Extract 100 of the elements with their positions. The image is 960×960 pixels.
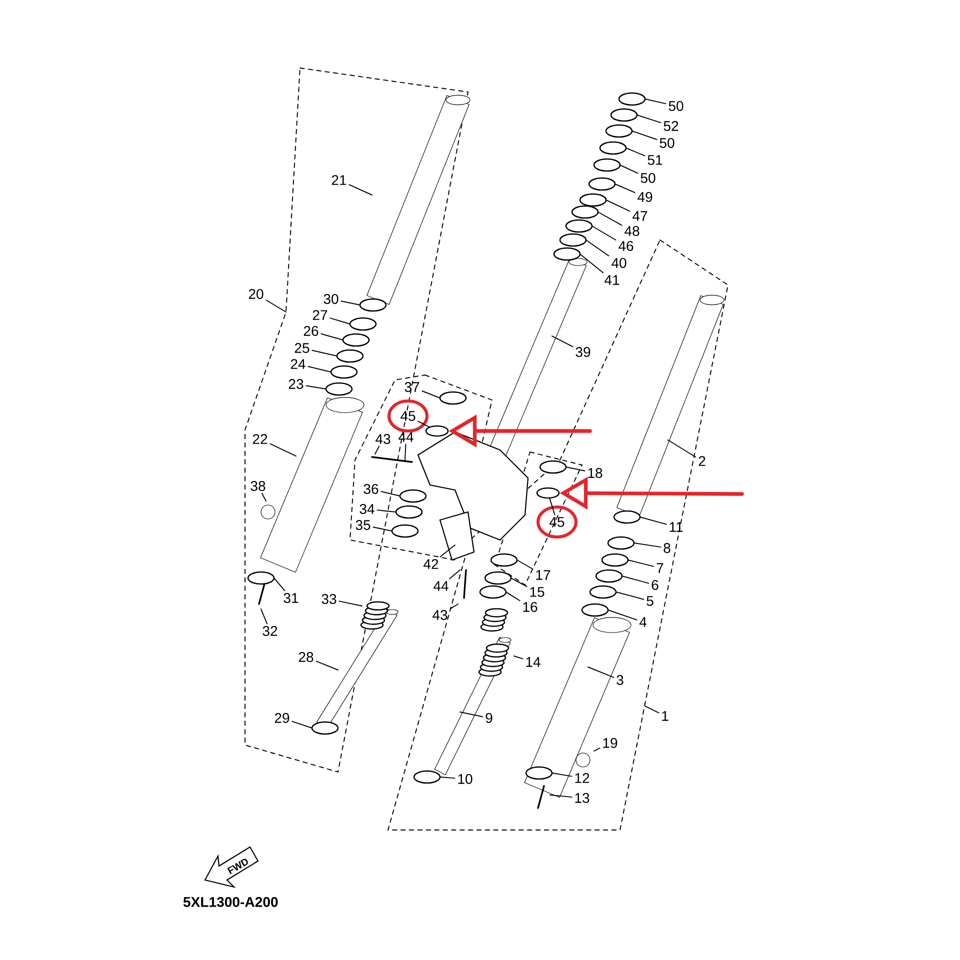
callout-number: 50 (660, 138, 674, 148)
direction-label: FWD (227, 858, 248, 874)
leader-line (588, 666, 614, 678)
callout-number: 7 (656, 563, 664, 573)
callout-number: 49 (638, 192, 652, 202)
leader-line (644, 98, 666, 104)
callout-number: 50 (668, 101, 684, 111)
callout-number: 6 (652, 580, 658, 590)
leader-line (549, 498, 556, 516)
callout-number: 38 (250, 481, 266, 491)
leader-line (440, 544, 456, 558)
callout-number: 33 (322, 594, 336, 604)
leader-line (636, 114, 662, 124)
leader-line (372, 526, 392, 532)
callout-number: 46 (618, 241, 634, 251)
leader-line (608, 610, 638, 620)
callout-number: 50 (640, 173, 656, 183)
callout-number: 12 (575, 773, 590, 783)
o-ring (425, 425, 449, 437)
callout-number: 52 (664, 121, 678, 131)
callout-number: 25 (294, 343, 310, 353)
leader-line (632, 130, 658, 140)
callout-number: 15 (530, 587, 544, 597)
callout-number: 26 (304, 326, 318, 336)
callout-number: 27 (312, 310, 328, 320)
callout-number: 28 (298, 652, 314, 662)
callout-number: 34 (360, 504, 374, 514)
callout-number: 35 (356, 520, 370, 530)
callout-number: 39 (576, 347, 590, 357)
callout-number: 24 (290, 359, 306, 369)
leader-line (440, 776, 456, 779)
leader-line (628, 560, 654, 567)
leader-line (270, 443, 296, 456)
leader-line (316, 660, 338, 670)
callout-number: 1 (662, 711, 668, 721)
callout-number: 45 (550, 517, 564, 527)
callout-number: 37 (404, 382, 420, 392)
leader-line (330, 318, 350, 324)
leader-line (308, 366, 332, 372)
callout-number: 11 (670, 522, 683, 532)
leader-line (566, 466, 586, 472)
leader-line (516, 560, 534, 570)
callout-number: 40 (612, 258, 626, 268)
leader-line (340, 300, 360, 306)
callout-number: 41 (604, 275, 620, 285)
callout-number: 51 (648, 155, 662, 165)
leader-line (376, 510, 396, 512)
callout-number: 2 (698, 456, 706, 466)
leader-line (622, 576, 650, 584)
callout-number: 22 (252, 434, 268, 444)
leader-line (644, 706, 660, 714)
leader-line (348, 184, 372, 196)
leader-line (580, 254, 604, 274)
leader-line (260, 608, 268, 624)
leader-line (338, 600, 362, 606)
callout-number: 10 (458, 774, 472, 784)
callout-number: 29 (274, 713, 290, 723)
leader-line (616, 592, 644, 600)
leader-line (594, 748, 600, 752)
callout-number: 36 (364, 484, 378, 494)
part-code: 5XL1300-A200 (183, 897, 278, 907)
leader-line (292, 720, 312, 728)
leader-line (592, 226, 616, 240)
leader-line (620, 164, 638, 174)
leader-line (261, 492, 266, 502)
leader-line (510, 578, 528, 587)
callout-number: 4 (639, 617, 646, 627)
leader-line (506, 592, 520, 602)
callout-number: 31 (284, 593, 298, 603)
leader-line (668, 440, 696, 458)
leader-line (320, 333, 344, 340)
callout-number: 5 (646, 596, 654, 606)
callout-number: 17 (536, 570, 550, 580)
callout-number: 44 (434, 581, 448, 591)
callout-number: 43 (432, 610, 448, 620)
callout-number: 47 (632, 211, 648, 221)
callout-number: 8 (664, 543, 670, 553)
callout-number: 43 (376, 434, 390, 444)
leader-line (380, 490, 400, 496)
callout-number: 14 (526, 657, 540, 667)
callout-number: 13 (575, 793, 590, 803)
callout-number: 19 (603, 738, 618, 748)
leader-line (450, 604, 458, 610)
callout-number: 16 (523, 602, 538, 612)
leader-line (550, 794, 572, 798)
leader-line (449, 570, 460, 580)
callout-number: 44 (398, 432, 414, 442)
leader-line (274, 578, 286, 592)
leader-line (640, 516, 667, 525)
o-ring (536, 487, 560, 499)
leader-line (374, 446, 380, 454)
leader-line (266, 300, 286, 312)
callout-number: 18 (588, 468, 602, 478)
callout-number: 9 (486, 713, 492, 723)
leader-line (422, 390, 440, 398)
callout-number: 23 (288, 379, 304, 389)
callout-number: 3 (616, 675, 624, 685)
leader-line (514, 656, 524, 660)
callout-number: 48 (624, 226, 640, 236)
leader-line (460, 712, 484, 718)
